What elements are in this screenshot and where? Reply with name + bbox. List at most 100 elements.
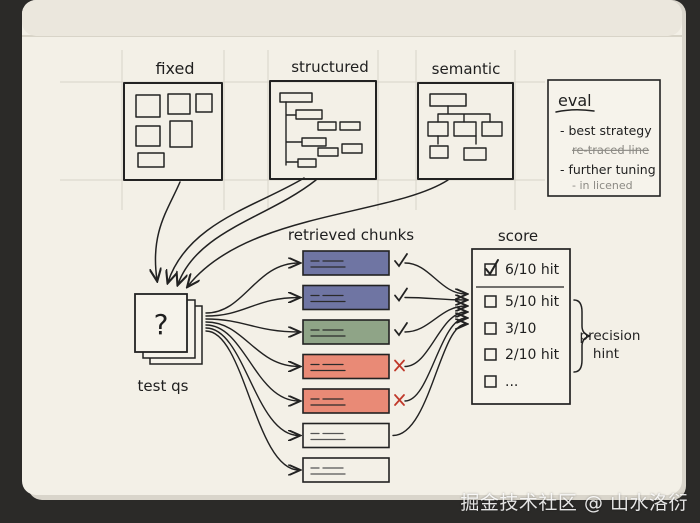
fixed-chunk [195,93,213,113]
arrow [168,177,305,282]
score-checkbox [484,348,497,361]
question-mark-icon: ? [154,308,169,341]
score-list: 6/10 hit 5/10 hit 3/10 2/10 hit... [484,259,560,390]
arrow [205,298,299,317]
check-mark-icon [485,259,499,276]
semantic-node [463,147,487,161]
semantic-node [429,145,449,159]
semantic-links [437,135,477,145]
arrow [155,181,181,280]
semantic-node [453,121,477,137]
score-item: 3/10 [484,321,536,337]
score-title: score [498,227,538,245]
structured-node [297,158,317,168]
chunk-text-lines [310,260,346,268]
structured-node [301,137,327,147]
check-mark-icon [394,287,408,303]
fixed-chunk [135,94,161,118]
score-item: 5/10 hit [484,294,560,310]
strategy-frame [123,82,223,181]
chunk-to-score-arrows [392,262,466,437]
chunk-item [302,457,390,483]
retrieved-title: retrieved chunks [288,226,414,244]
brace-label: hint [593,346,619,362]
arrow [205,263,299,314]
strategy-label: fixed [155,59,194,78]
eval-frame [547,79,661,197]
chunk-item [302,388,405,414]
cross-mark-icon [394,359,405,372]
chunk-text-lines [310,432,346,441]
score-label: ... [505,374,518,390]
score-checkbox [484,375,497,388]
score-label: 3/10 [505,321,536,337]
fixed-chunk [137,152,165,168]
chunk-bar [302,457,390,483]
structured-node [339,121,361,131]
brace-label: precision [580,328,641,344]
chunk-list [302,250,408,483]
chunk-item [302,250,408,276]
eval-item: - best strategy [560,123,652,138]
arrow [205,327,299,436]
arrow [178,179,317,284]
arrow [404,298,466,301]
page-top-band [22,0,682,36]
chunk-text-lines [310,329,346,337]
watermark: 掘金技术社区 @ 山水洛衍 [460,492,688,514]
chunk-item [302,319,408,345]
chunk-text-lines [310,294,346,303]
strategy-label: structured [291,58,369,76]
strategy-to-question-arrows [155,177,449,286]
fixed-chunk [169,120,193,148]
question-card-front [134,293,188,353]
chunk-text-lines [310,467,346,475]
strategy-semantic: semantic [417,60,514,180]
chunk-bar [302,422,390,449]
retrieved-chunks: retrieved chunks [288,226,414,483]
chunk-bar [302,353,390,380]
eval-item: - further tuning [560,162,656,177]
eval-item-struck: re-traced line [572,143,649,157]
test-qs-label: test qs [138,377,189,395]
chunk-bar [302,388,390,414]
eval-card: eval - best strategy re-traced line - fu… [547,79,661,197]
chunk-text-lines [310,363,346,372]
chunk-item [302,422,390,449]
arrow [392,324,466,437]
strategy-label: semantic [432,60,501,78]
test-questions: ? test qs [134,293,203,395]
score-label: 5/10 hit [505,294,560,310]
precision-brace [573,299,591,373]
question-to-chunk-arrows [205,263,299,470]
score-label: 2/10 hit [505,347,560,363]
fixed-chunk [167,93,191,115]
check-mark-icon [394,253,408,268]
score-panel: score 6/10 hit 5/10 hit 3/10 2/10 hit... pr… [471,227,641,405]
structured-tree [285,101,303,166]
score-label: 6/10 hit [505,262,560,278]
strategy-frame [417,82,514,180]
score-checkbox [484,322,497,335]
strategy-structured: structured [269,58,377,180]
strategy-fixed: fixed [123,59,223,181]
arrow [205,318,299,332]
eval-item-faint: - in licened [572,179,633,192]
chunk-bar [302,284,390,311]
arrow [205,324,299,401]
structured-node [295,109,323,120]
arrow [205,321,299,367]
structured-node [341,143,363,154]
score-item: 6/10 hit [484,259,560,278]
strategy-frame [269,80,377,180]
eval-title: eval [558,91,592,110]
score-checkbox [484,295,497,308]
chunk-bar [302,250,390,276]
arrow [188,179,449,286]
semantic-node [481,121,503,137]
arrow [205,330,299,470]
semantic-links [437,105,491,123]
structured-node [317,147,339,157]
